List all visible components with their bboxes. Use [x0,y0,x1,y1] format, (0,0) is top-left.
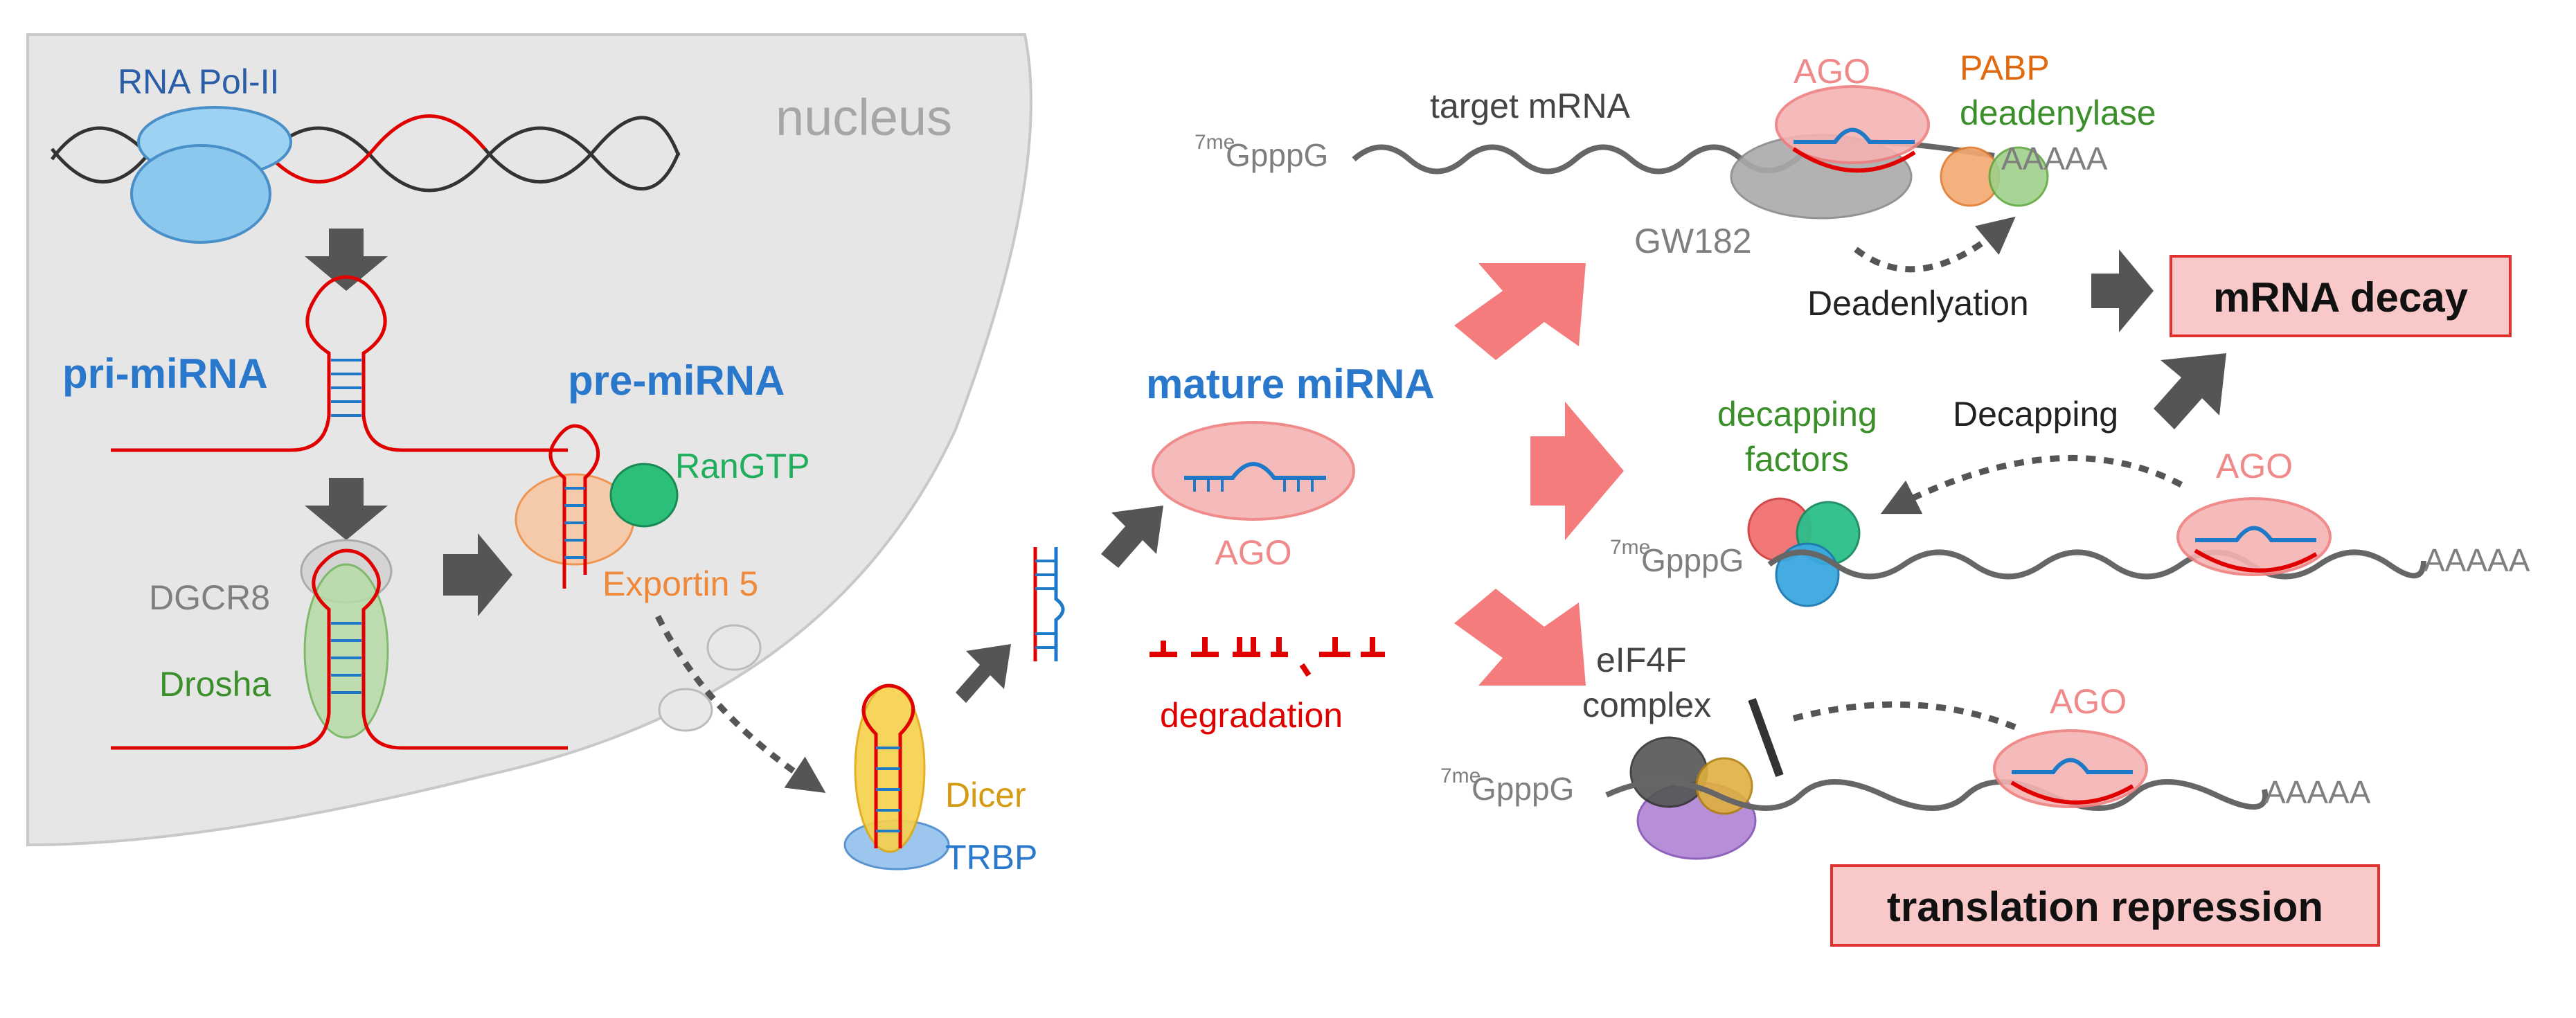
cap-1: GpppG [1226,137,1328,173]
polya-1: AAAAA [2001,141,2108,177]
arrow-duplex-to-mature [1101,506,1163,568]
arrow-export [443,533,512,616]
polya-3: AAAAA [2264,774,2371,810]
mature-ago-label: AGO [1215,533,1291,572]
nucleus-label: nucleus [776,89,952,146]
degradation-label: degradation [1160,696,1343,735]
cap-2: GpppG [1641,542,1744,578]
polya-2: AAAAA [2424,542,2530,578]
rna-pol-ii: RNA Pol-II [50,62,681,244]
decapping-label: Decapping [1953,395,2118,434]
pre-mirna-label: pre-miRNA [568,357,785,404]
dicer-complex: Dicer TRBP [843,684,1037,877]
rangtp-label: RanGTP [675,447,810,485]
dicer-label: Dicer [945,776,1026,814]
inhibition-bar [1748,697,1784,778]
mature-mirna-label: mature miRNA [1146,361,1435,407]
eif4f-line2: complex [1582,686,1711,724]
nucleus: nucleus [26,33,1032,847]
ago-label-2: AGO [2216,447,2293,485]
arrow-decapping-to-decay [2154,353,2226,429]
mrna-translation-repression: eIF4F complex 7me GpppG AGO AAAAA [1440,641,2371,860]
rna-pol-label: RNA Pol-II [118,62,279,101]
pri-mirna: pri-miRNA [62,275,568,452]
repression-dotted-line [1785,701,2016,731]
ago-label-1: AGO [1794,52,1870,91]
mrna-deadenylation: 7me GpppG target mRNA AAAAA AGO PABP dea… [1195,48,2156,332]
nuclear-pore [658,624,762,732]
deadenylation-label: Deadenlyation [1807,284,2029,323]
target-mrna-label: target mRNA [1430,87,1631,125]
mirna-duplex [1033,547,1065,661]
arrow-dicer-to-duplex [956,644,1011,703]
pink-arrow-down [1454,589,1586,686]
mrna-decapping: decapping factors Decapping 7me GpppG AG… [1610,353,2530,607]
arrow-drosha [305,478,388,540]
exportin-label: Exportin 5 [602,564,758,603]
arrow-transcription [305,229,388,291]
mature-mirna: mature miRNA AGO [1146,361,1435,572]
pri-mirna-label: pri-miRNA [62,350,268,397]
decapping-factors-line1: decapping [1717,395,1877,434]
degradation: degradation [1150,637,1385,735]
mrna-decay-label: mRNA decay [2213,274,2469,321]
cap-sup-2: 7me [1610,536,1650,559]
trbp-label: TRBP [945,838,1037,877]
gw182-label: GW182 [1634,222,1752,260]
eif4f-line1: eIF4F [1596,641,1687,679]
drosha-label: Drosha [159,665,271,704]
cap-sup-3: 7me [1440,765,1481,787]
pre-mirna: pre-miRNA RanGTP Exportin 5 [515,357,810,603]
translation-repression-outcome: translation repression [1830,864,2380,947]
decapping-factors-line2: factors [1745,440,1849,479]
drosha-complex: DGCR8 Drosha [111,539,568,750]
decapping-dotted-arrow [1880,455,2183,515]
ago-label-3: AGO [2050,682,2127,721]
deadenylation-dotted-arrow [1854,216,2016,273]
arrow-to-decay [2091,249,2154,332]
cap-sup-1: 7me [1195,131,1235,154]
pabp-label: PABP [1960,48,2050,87]
dgcr8-label: DGCR8 [149,578,270,617]
translation-repression-label: translation repression [1887,884,2323,930]
mrna-decay-outcome: mRNA decay [2170,255,2512,337]
arrow-export-dotted [654,614,826,793]
deadenylase-label: deadenylase [1960,93,2156,132]
cap-3: GpppG [1472,771,1574,807]
pink-arrow-up [1454,263,1586,360]
pink-arrow-right [1530,402,1624,540]
